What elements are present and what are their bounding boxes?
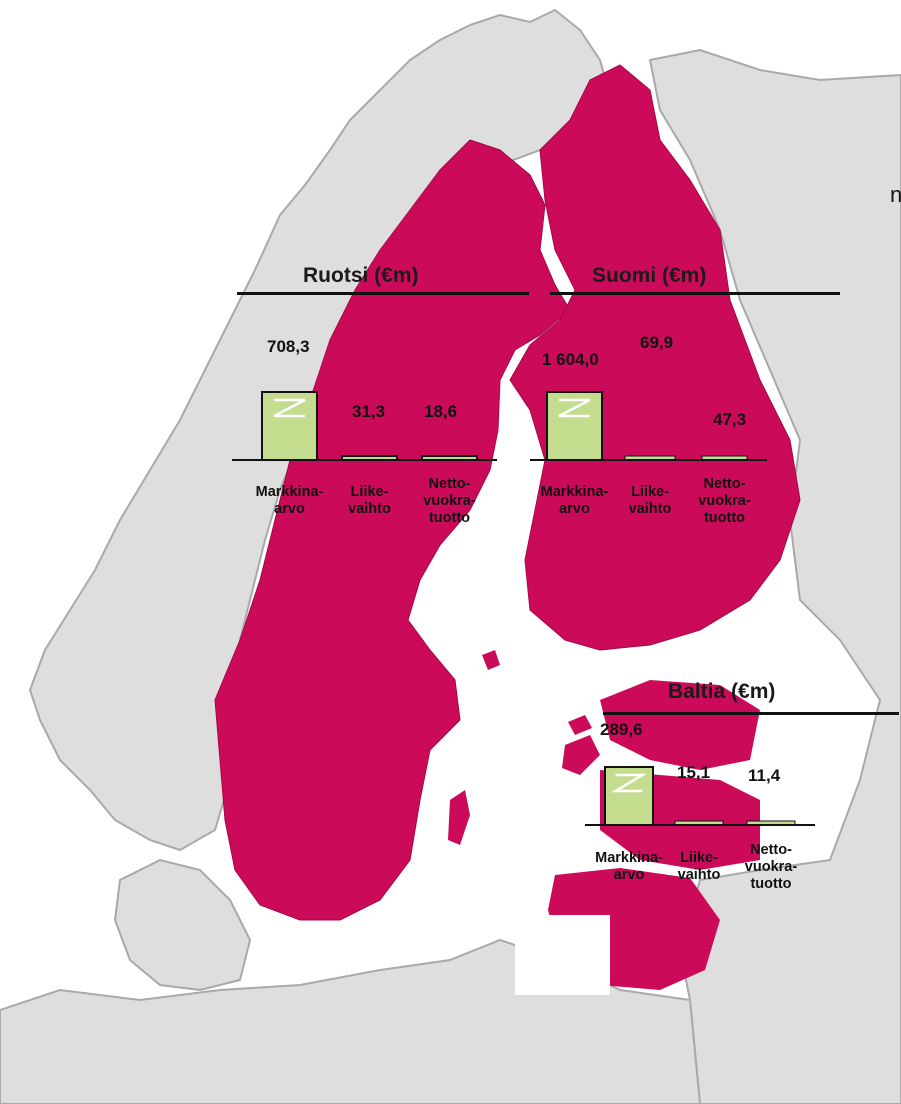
brand-logo-icon [611,773,647,793]
bar-plot [232,391,497,461]
estonia-land [600,680,760,770]
title-rule [237,292,529,295]
title-rule [603,712,899,715]
bar-1 [261,391,318,461]
value-label-3: 18,6 [424,402,458,421]
category-label-2: Liike-vaihto [677,850,721,883]
value-label-2: 31,3 [352,402,386,421]
category-label-1: Markkina-arvo [255,484,324,517]
bar-plot [530,391,767,461]
chart-title: Ruotsi (€m) [303,264,419,287]
bornholm-island [340,902,352,914]
category-label-1: Markkina-arvo [540,484,609,517]
value-label-3: 47,3 [713,410,747,429]
aland-island [482,650,500,670]
category-label-2: Liike-vaihto [628,484,672,517]
value-label-1: 708,3 [267,337,310,356]
value-label-3: 11,4 [748,766,781,785]
value-label-1: 1 604,0 [542,350,599,369]
category-label-2: Liike-vaihto [348,484,391,517]
brand-logo-icon [273,398,306,418]
saaremaa-island [562,735,600,775]
bar-1 [604,766,654,826]
russia-land [648,48,901,1104]
bar-plot [585,766,815,826]
title-rule [550,292,840,295]
blank-patch [515,915,610,995]
category-label-3: Netto-vuokra-tuotto [744,842,798,892]
brand-logo-icon [558,398,591,418]
hiiumaa-island [568,715,592,735]
category-label-3: Netto-vuokra-tuotto [423,476,476,526]
gotland-island [448,790,470,845]
bar-1 [546,391,603,461]
stray-letter: n [890,182,901,207]
category-label-1: Markkina-arvo [595,850,663,883]
chart-title: Suomi (€m) [592,264,707,287]
finland-land [509,64,801,651]
denmark-land [113,858,252,992]
chart-title: Baltia (€m) [668,680,776,703]
category-label-3: Netto-vuokra-tuotto [698,476,751,526]
value-label-2: 15,1 [677,763,711,782]
value-label-2: 69,9 [640,333,674,352]
value-label-1: 289,6 [600,720,643,739]
